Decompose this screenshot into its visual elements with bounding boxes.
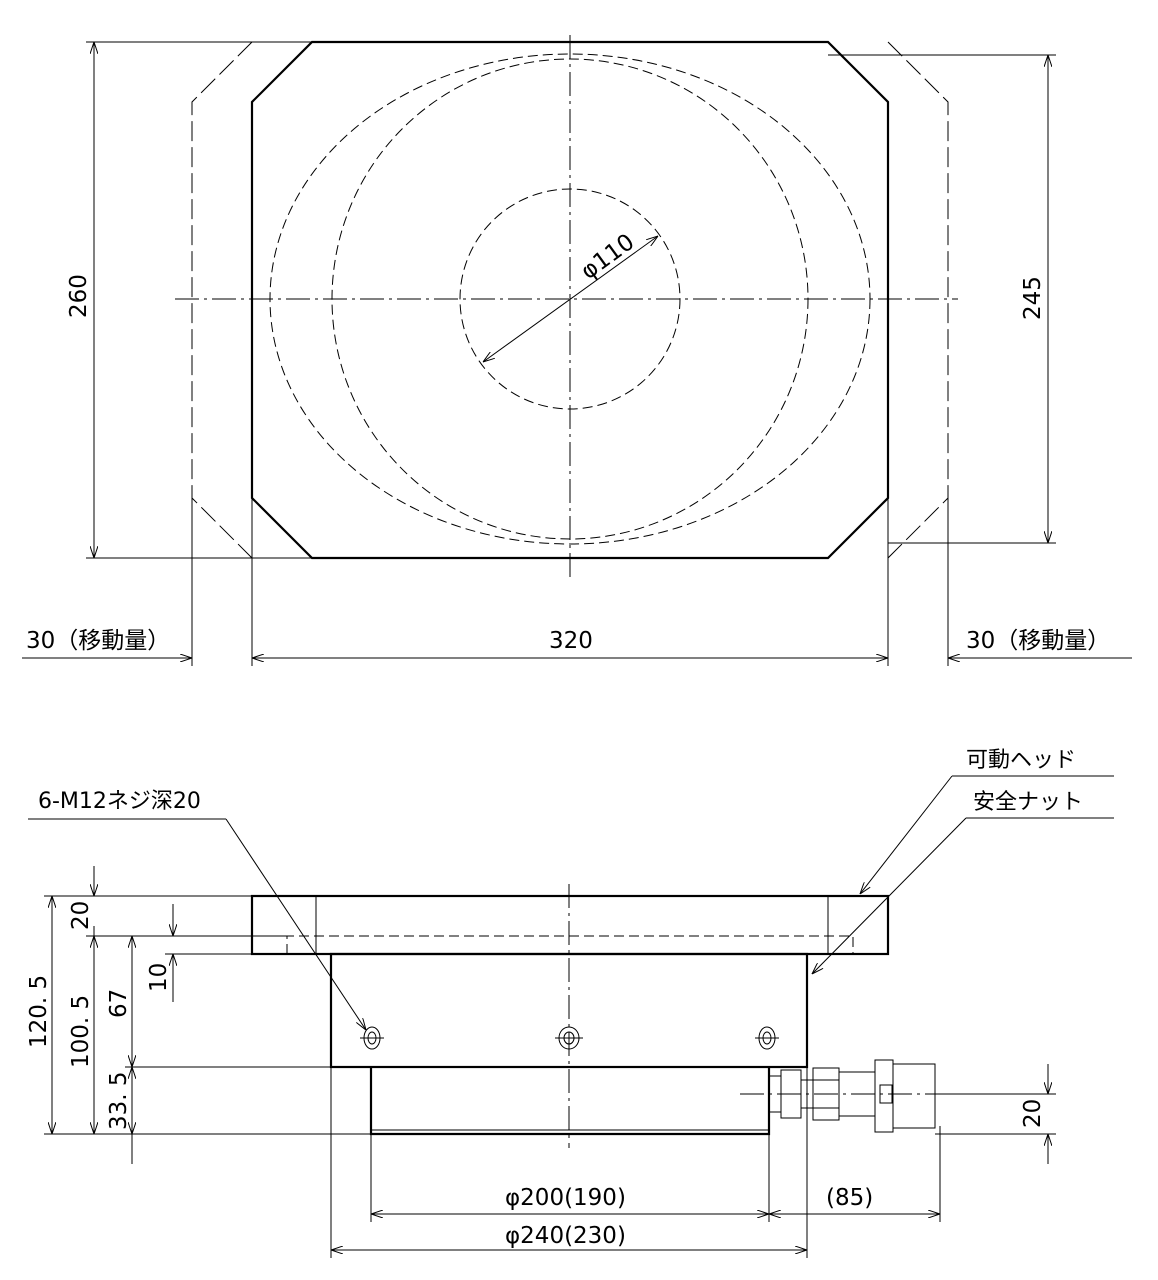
bottom-diameter-label: φ200(190): [505, 1185, 626, 1211]
ghost-outline-right: [887, 41, 949, 559]
height-260-label: 260: [66, 274, 92, 318]
head-height-label: 20: [68, 901, 94, 930]
cylinder-base: [369, 1067, 771, 1136]
step-label: 10: [146, 963, 172, 992]
travel-left-label: 30（移動量）: [26, 628, 170, 654]
upper-body-label: 67: [106, 989, 132, 1018]
movable-head-label: 可動ヘッド: [966, 748, 1076, 773]
inner-diameter-label: φ110: [576, 229, 639, 285]
height-245-label: 245: [1020, 276, 1046, 320]
side-view: 6-M12ネジ深20 可動ヘッド 安全ナット 120. 5 20 100. 5 …: [26, 748, 1114, 1258]
body-height-label: 100. 5: [68, 995, 94, 1068]
thread-hole: [755, 1026, 779, 1050]
coupler-length-label: (85): [826, 1185, 873, 1211]
safety-nut-label: 安全ナット: [973, 790, 1083, 815]
ghost-outline-left: [191, 41, 253, 559]
body-diameter-label: φ240(230): [505, 1223, 626, 1249]
top-view: φ110 260 245 320 30（移動量） 30（移動量）: [22, 35, 1132, 666]
width-320-label: 320: [549, 628, 593, 654]
thread-leader: [225, 818, 366, 1030]
movable-head-leader: [860, 775, 953, 894]
cylinder-body: [329, 952, 809, 1069]
diameter-leader: [483, 236, 658, 362]
travel-right-label: 30（移動量）: [966, 628, 1110, 654]
safety-nut-leader: [812, 817, 967, 974]
coupler-height-label: 20: [1020, 1099, 1046, 1128]
base-height-label: 33. 5: [106, 1071, 132, 1130]
hydraulic-coupler: [740, 1059, 968, 1133]
movable-head: [250, 894, 890, 956]
thread-label: 6-M12ネジ深20: [38, 789, 201, 814]
top-plate-outline: [250, 40, 890, 560]
total-height-label: 120. 5: [26, 975, 52, 1048]
thread-hole: [360, 1026, 384, 1050]
